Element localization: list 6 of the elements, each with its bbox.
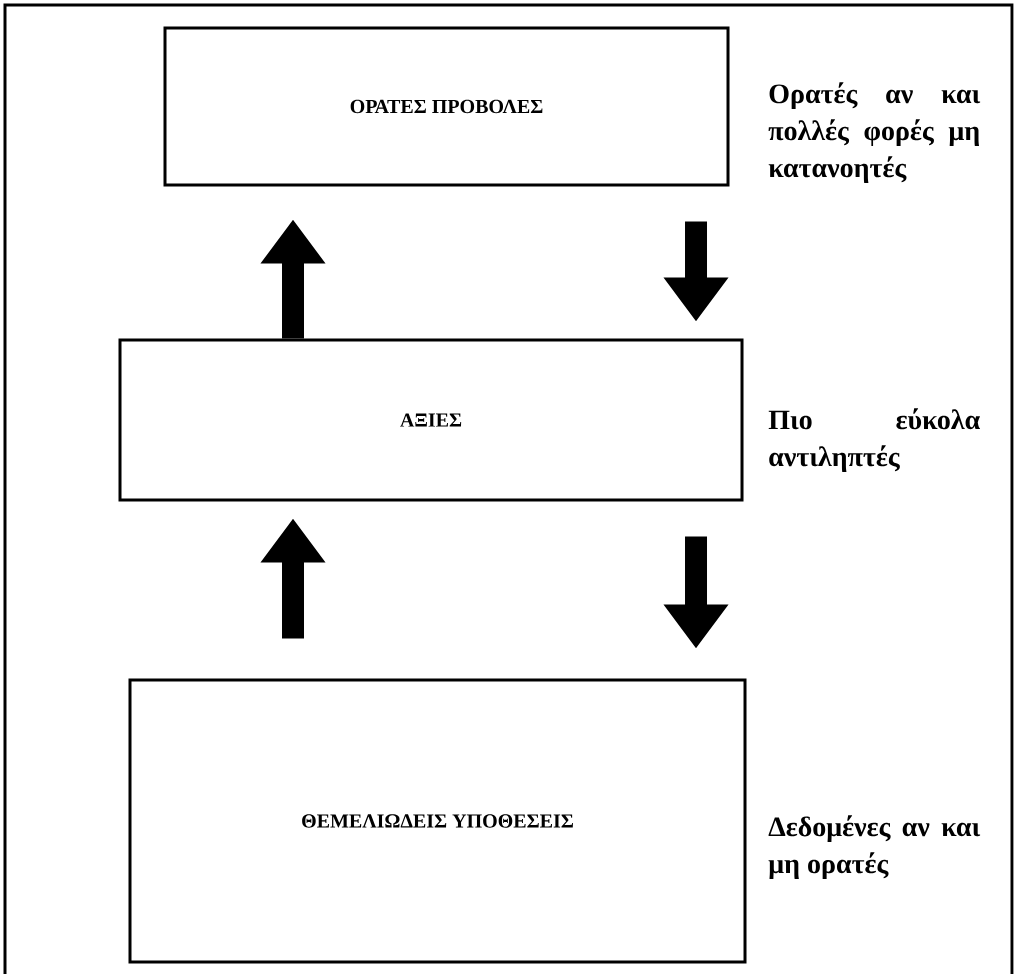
side-note: Πιο εύκολα αντιληπτές <box>768 408 980 472</box>
process-box: ΑΞΙΕΣ <box>118 338 744 502</box>
process-box: ΘΕΜΕΛΙΩΔΕΙΣ ΥΠΟΘΕΣΕΙΣ <box>128 678 747 964</box>
side-note: Ορατές αν και πολλές φορές μη κατανοητές <box>768 82 981 183</box>
side-note: Δεδομένες αν και μη ορατές <box>768 815 981 879</box>
process-box: ΟΡΑΤΕΣ ΠΡΟΒΟΛΕΣ <box>163 26 730 187</box>
